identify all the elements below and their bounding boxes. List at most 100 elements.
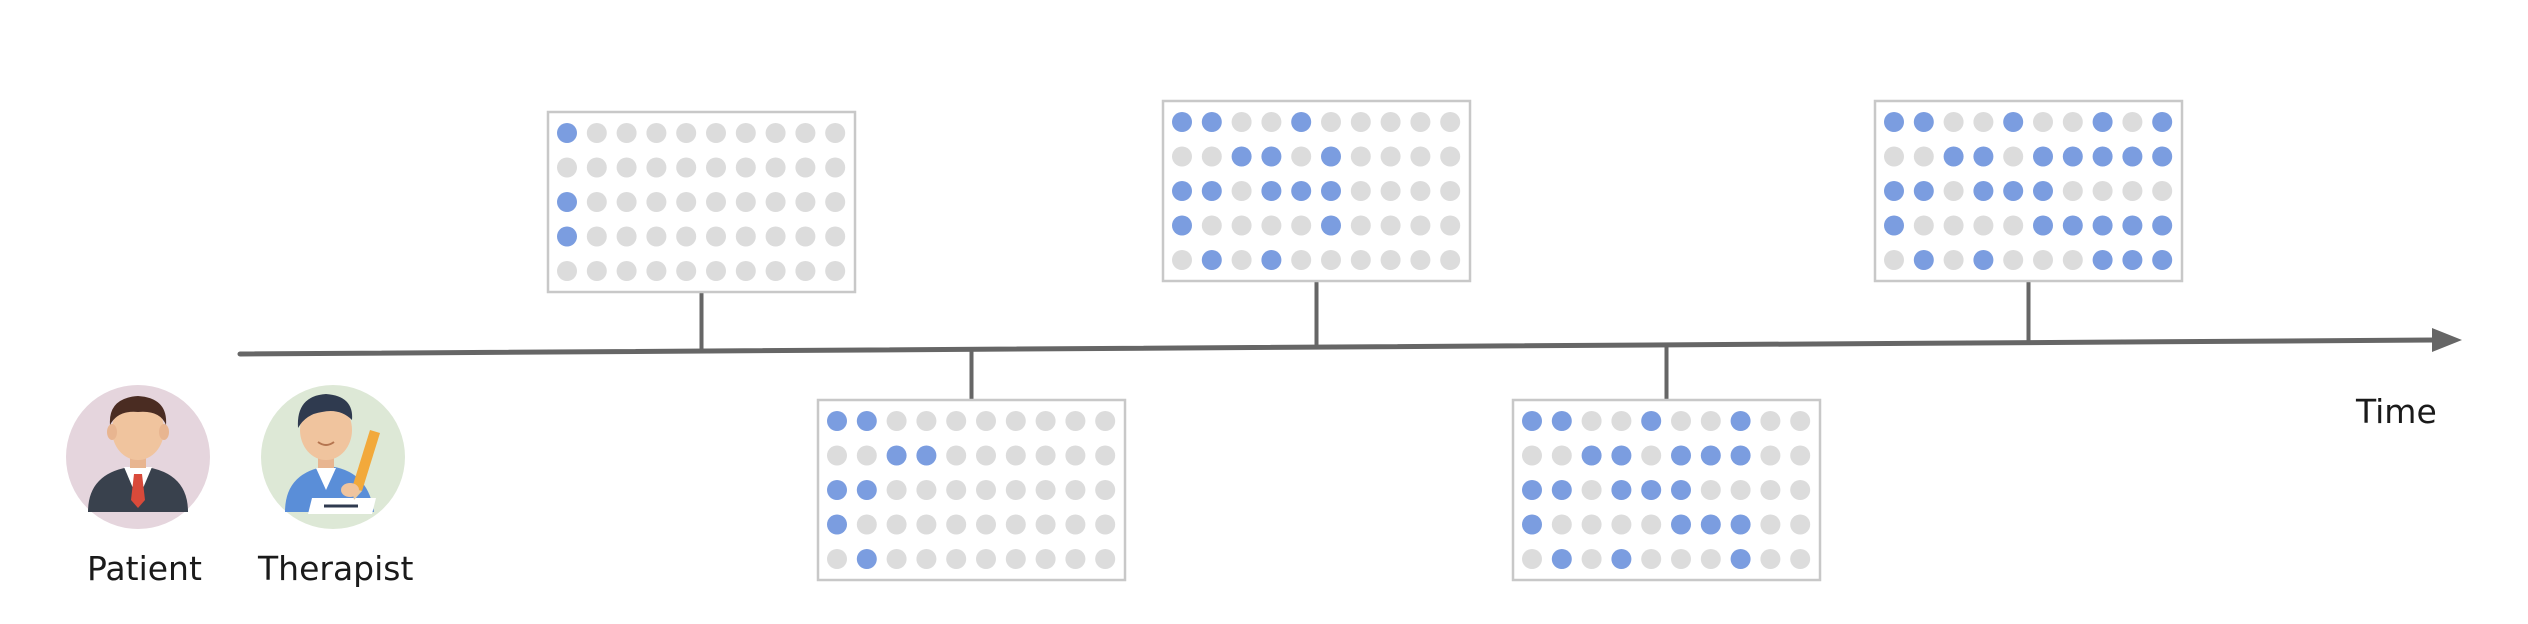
dot-inactive [976,514,996,535]
dot-active [916,445,937,466]
dot-inactive [2122,112,2143,132]
dot-active [827,411,847,431]
dot-inactive [1065,549,1086,569]
dot-inactive [1884,146,1904,167]
dot-inactive [765,123,786,143]
dot-active [1261,181,1282,201]
dot-inactive [1005,445,1026,466]
dot-active [2033,215,2053,236]
dot-inactive [946,445,967,466]
dot-inactive [706,226,726,247]
dot-inactive [1410,146,1431,167]
dot-inactive [1231,215,1252,236]
dot-active [2122,146,2143,167]
dot-active [1671,480,1691,500]
dot-inactive [1730,480,1751,500]
dot-inactive [827,445,847,466]
dot-inactive [586,261,607,281]
dot-active [557,192,577,212]
dot-active [2062,146,2083,167]
dot-inactive [856,514,877,535]
dot-inactive [1913,146,1934,167]
dot-inactive [2122,181,2143,201]
dot-active [1913,250,1934,270]
dot-inactive [1005,549,1026,569]
dot-active [2152,112,2173,132]
dot-inactive [646,261,667,281]
dot-inactive [1440,215,1461,236]
dot-active [1201,181,1222,201]
dot-active [1581,445,1602,466]
dot-inactive [616,123,637,143]
dot-inactive [1261,215,1282,236]
dot-inactive [616,226,637,247]
dot-inactive [1943,181,1964,201]
dot-inactive [1790,411,1811,431]
dot-inactive [1790,445,1811,466]
dot-inactive [2003,215,2024,236]
dot-inactive [616,192,637,212]
dot-inactive [1231,181,1252,201]
timeline-panel [1873,99,2184,343]
dot-active [1172,215,1192,236]
dot-active [1973,181,1994,201]
dot-inactive [1005,411,1026,431]
dot-inactive [557,157,577,178]
dot-active [1913,112,1934,132]
dot-inactive [1005,480,1026,500]
dot-active [1551,549,1572,569]
dot-inactive [825,261,846,281]
dot-inactive [1943,250,1964,270]
patient-avatar-icon [66,385,210,529]
dot-inactive [1035,514,1056,535]
dot-inactive [2092,181,2113,201]
dot-inactive [1350,112,1371,132]
dot-inactive [1172,146,1192,167]
dot-active [1291,181,1312,201]
dot-active [1973,250,1994,270]
dot-inactive [946,514,967,535]
dot-inactive [586,157,607,178]
dot-inactive [1641,514,1662,535]
dot-inactive [646,123,667,143]
dot-active [1172,112,1192,132]
dot-inactive [1884,250,1904,270]
dot-inactive [1291,250,1312,270]
dot-active [2152,146,2173,167]
dot-active [2033,146,2053,167]
dot-inactive [1231,112,1252,132]
dot-inactive [795,261,816,281]
dot-inactive [616,261,637,281]
patient-label: Patient [87,549,202,588]
dot-inactive [1913,215,1934,236]
dot-active [886,445,907,466]
dot-inactive [586,192,607,212]
dot-inactive [1380,250,1401,270]
dot-inactive [946,549,967,569]
dot-inactive [1065,514,1086,535]
dot-inactive [1410,181,1431,201]
dot-active [1321,181,1341,201]
dot-inactive [646,192,667,212]
dot-inactive [1671,549,1691,569]
dot-active [1522,411,1542,431]
dot-inactive [1231,250,1252,270]
dot-inactive [1973,215,1994,236]
dot-active [2152,215,2173,236]
dot-inactive [856,445,877,466]
dot-inactive [1380,146,1401,167]
dot-inactive [1581,514,1602,535]
dot-inactive [795,192,816,212]
dot-inactive [1350,181,1371,201]
dot-active [1611,549,1632,569]
dot-inactive [1790,549,1811,569]
dot-inactive [1095,445,1116,466]
dot-active [1884,215,1904,236]
dot-inactive [1440,181,1461,201]
dot-active [1884,181,1904,201]
dot-inactive [1760,480,1781,500]
dot-active [827,480,847,500]
dot-inactive [2033,250,2053,270]
dot-inactive [2003,250,2024,270]
dot-inactive [706,192,726,212]
